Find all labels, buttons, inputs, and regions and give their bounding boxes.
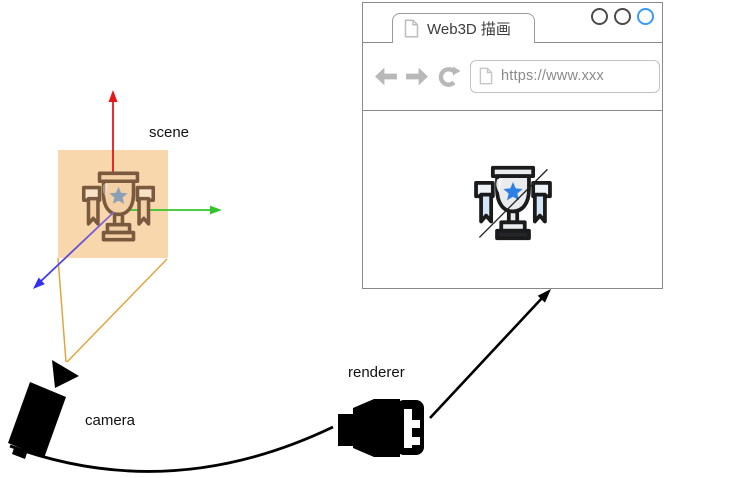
- browser-toolbar: https://www.xxx: [363, 43, 662, 111]
- forward-arrow-icon: [406, 67, 428, 85]
- window-control-circle: [614, 8, 631, 25]
- rendered-trophy-icon: [475, 167, 550, 238]
- tab-title: Web3D 描画: [427, 21, 511, 38]
- browser-tab-bar: Web3D 描画: [363, 3, 662, 43]
- browser-window: Web3D 描画: [362, 2, 663, 289]
- depth-axis-arrow: [33, 211, 115, 289]
- page-icon: [479, 67, 493, 85]
- camera-to-renderer-curve: [9, 425, 334, 473]
- scene-label: scene: [149, 124, 190, 141]
- render-slash-line: [478, 168, 548, 238]
- url-field: https://www.xxx: [470, 59, 660, 93]
- camera-frustum-lines: [57, 257, 168, 363]
- url-text: https://www.xxx: [501, 68, 604, 84]
- browser-content: [363, 111, 662, 289]
- renderer-plug-icon: [338, 399, 424, 457]
- video-camera-icon: [8, 360, 79, 459]
- window-control-circle-active: [637, 8, 654, 25]
- reload-icon: [438, 65, 461, 87]
- window-control-circle: [591, 8, 608, 25]
- renderer-to-browser-arrow: [429, 289, 551, 419]
- window-controls: [591, 8, 654, 25]
- browser-tab: Web3D 描画: [392, 13, 535, 43]
- back-arrow-icon: [375, 67, 397, 85]
- page-icon: [404, 19, 419, 38]
- camera-label: camera: [85, 412, 136, 429]
- renderer-label: renderer: [348, 364, 405, 381]
